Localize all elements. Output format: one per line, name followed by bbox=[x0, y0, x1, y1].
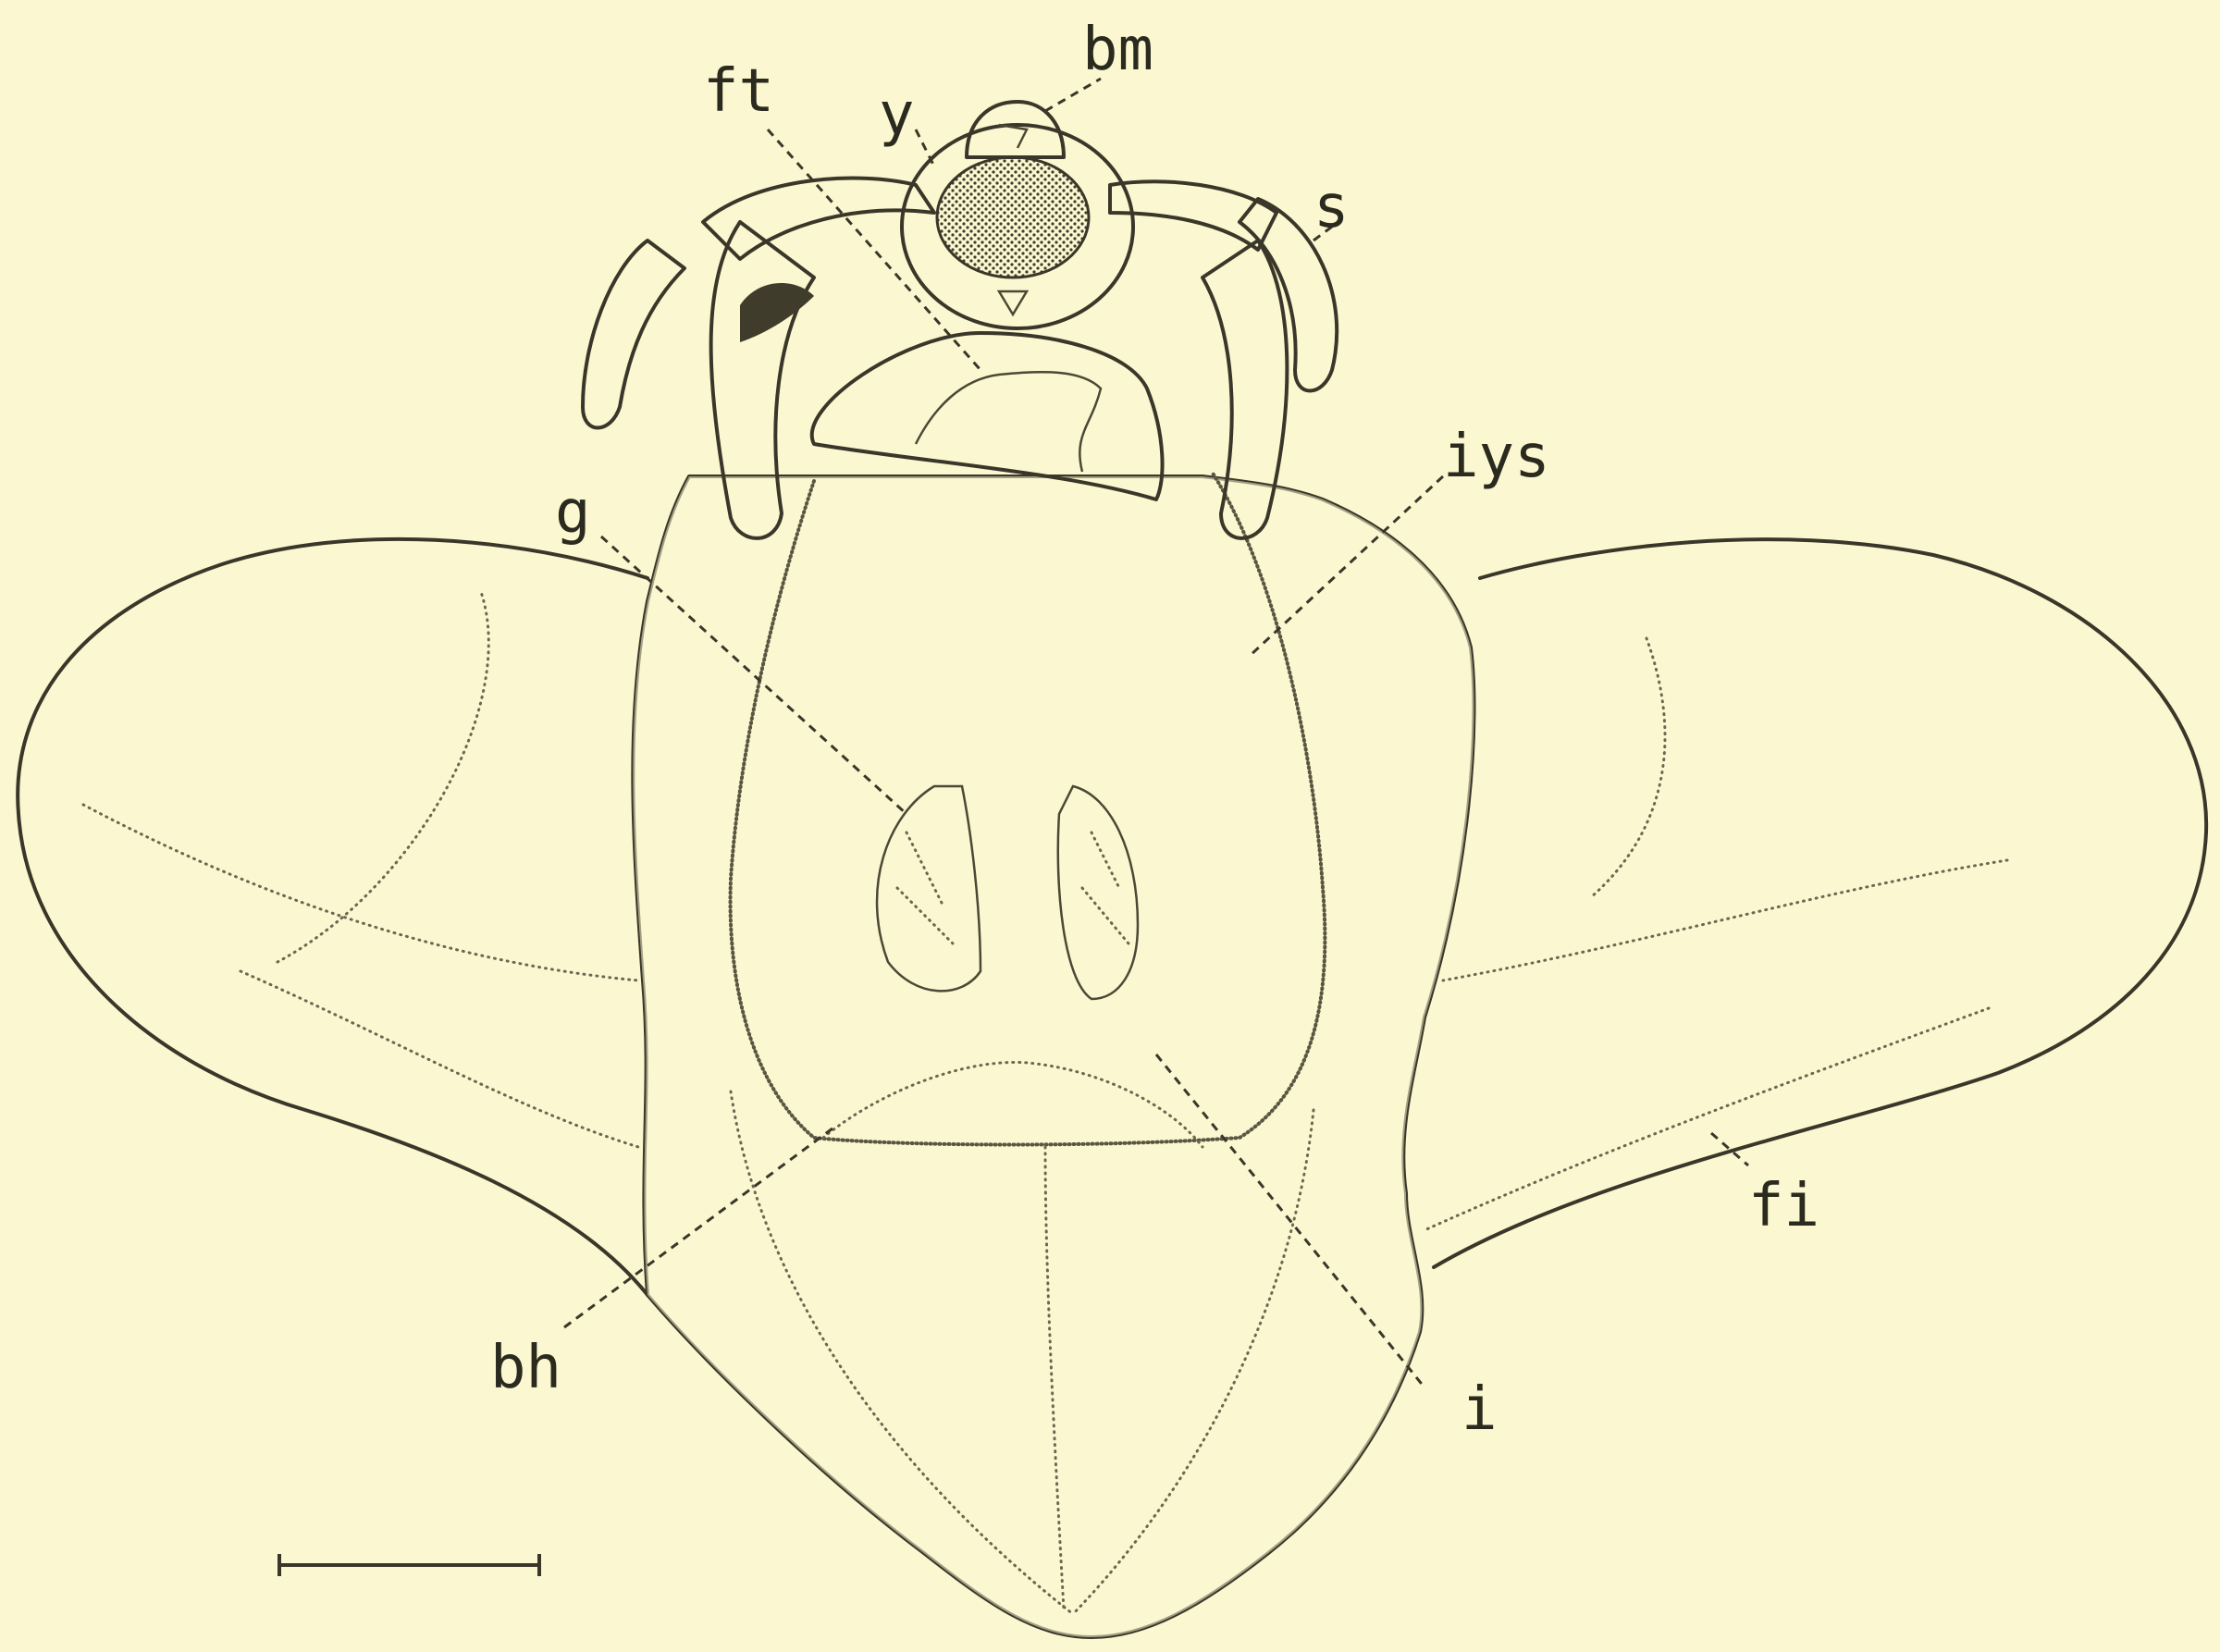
label-i: i bbox=[1462, 1375, 1498, 1444]
label-bm: bm bbox=[1082, 16, 1153, 84]
label-bh: bh bbox=[490, 1334, 561, 1402]
label-fi: fi bbox=[1748, 1172, 1819, 1240]
right-fin-dotted-ridge bbox=[1443, 860, 2007, 980]
leader-y bbox=[916, 129, 934, 166]
arm-band bbox=[703, 179, 934, 259]
funnel-tube bbox=[916, 372, 1101, 472]
right-fin-dotted-ridge-2 bbox=[1424, 1008, 1989, 1230]
label-iys: iys bbox=[1443, 423, 1550, 491]
label-ft: ft bbox=[703, 57, 774, 126]
label-y: y bbox=[879, 80, 915, 149]
label-g: g bbox=[555, 478, 591, 547]
label-s: s bbox=[1314, 173, 1350, 241]
right-fin-dotted-arc bbox=[1591, 638, 1665, 897]
buccal-mass-mark bbox=[999, 125, 1027, 148]
left-fin-dotted-ridge bbox=[83, 805, 638, 980]
eye-stipple bbox=[937, 157, 1089, 277]
beak-tip bbox=[999, 291, 1027, 314]
left-fin-dotted-arc bbox=[278, 592, 488, 962]
scale-bar bbox=[278, 1554, 541, 1576]
left-eye-dark bbox=[740, 283, 814, 342]
left-fin bbox=[18, 539, 648, 1295]
right-fin bbox=[1434, 539, 2206, 1267]
left-fin-dotted-ridge-2 bbox=[240, 971, 638, 1147]
arm-band-right bbox=[1110, 181, 1276, 250]
arm-left-outer bbox=[583, 240, 684, 428]
